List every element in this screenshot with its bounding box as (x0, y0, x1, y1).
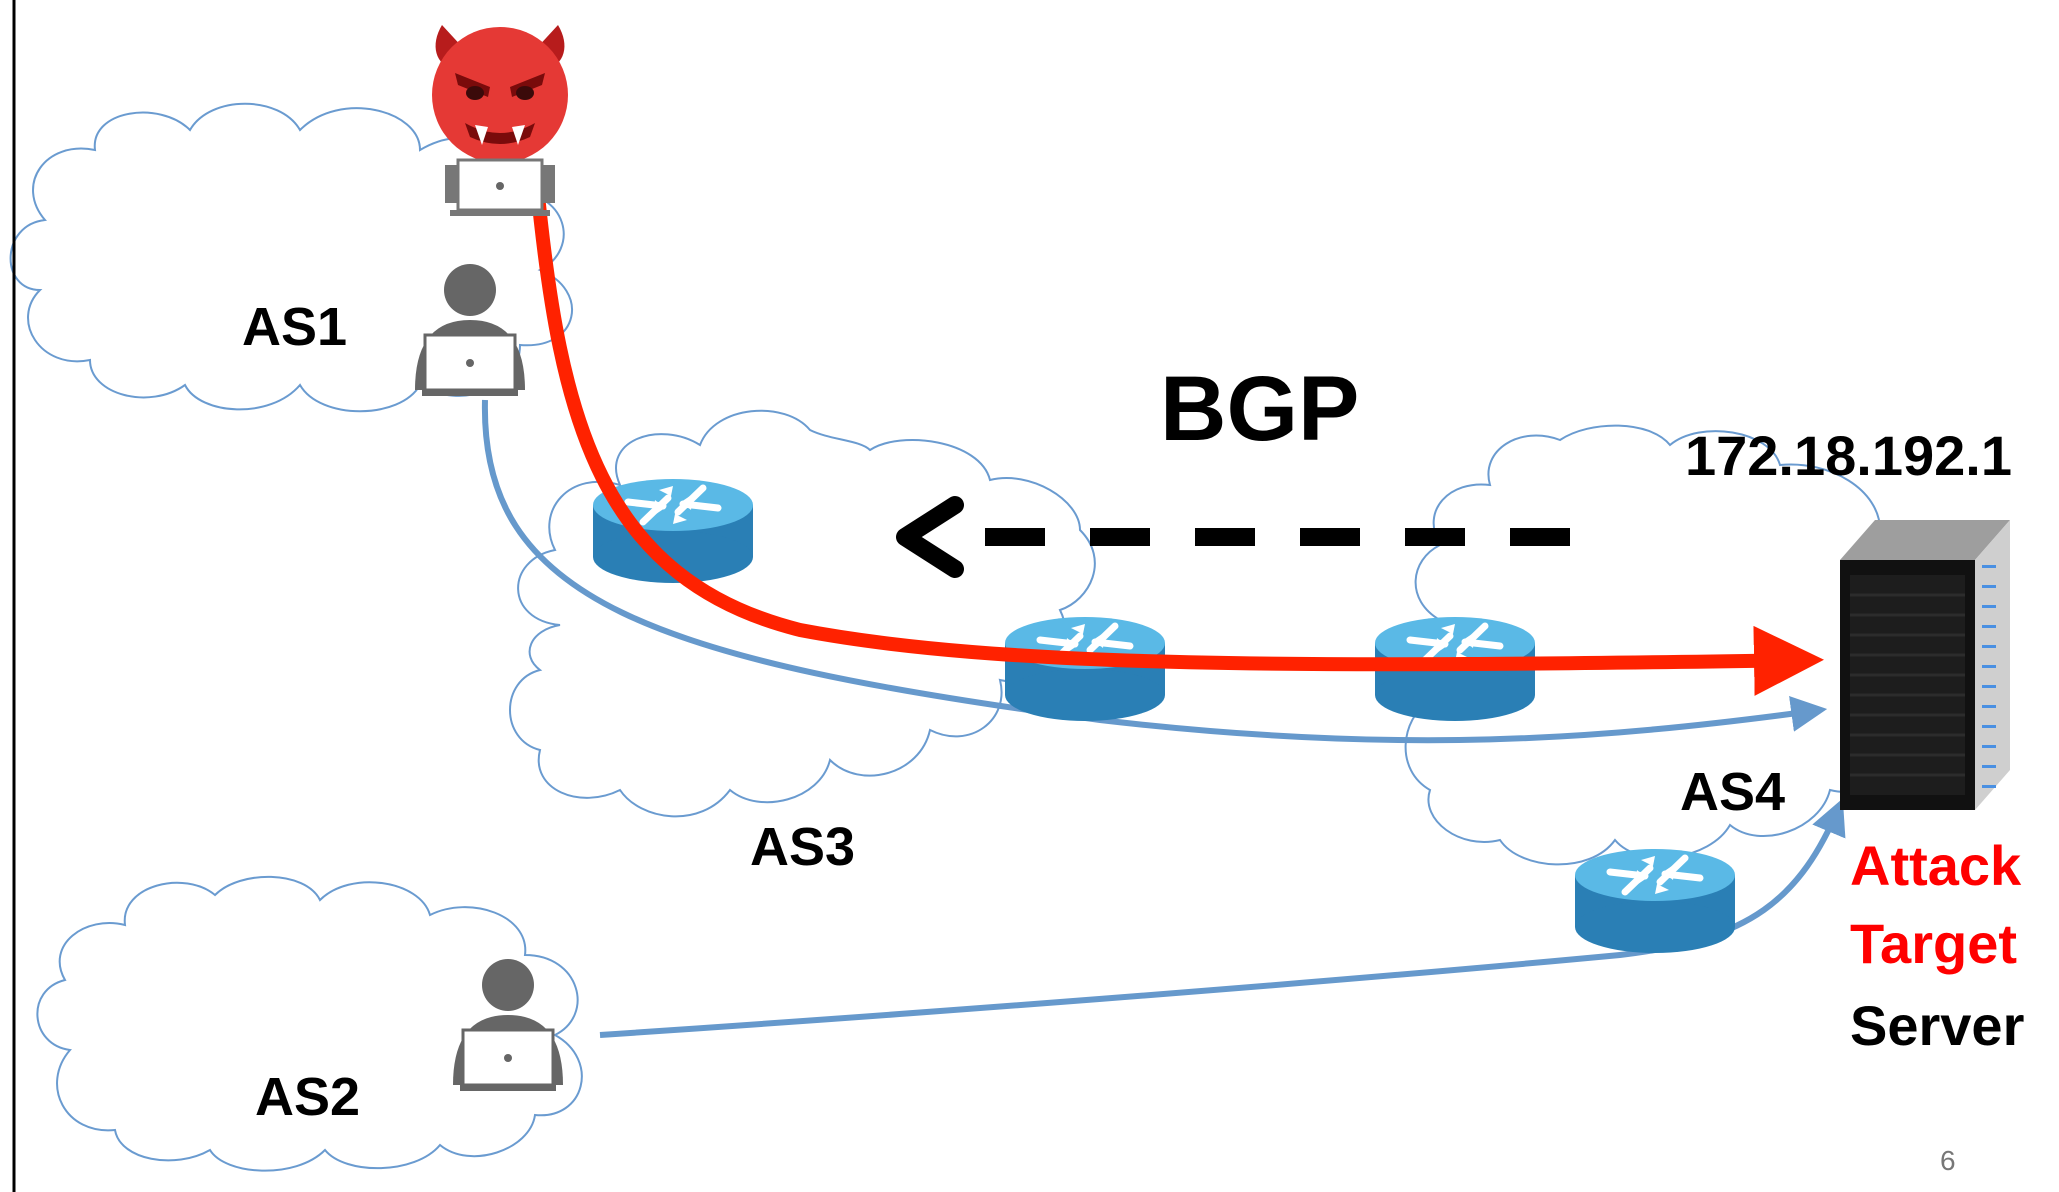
as4-label: AS4 (1680, 762, 1785, 822)
as2-label: AS2 (255, 1067, 360, 1127)
server-label: Server (1850, 994, 2024, 1057)
normal-path-as2-to-server (599, 798, 1846, 1038)
attack-path[interactable] (530, 184, 1824, 696)
router-as3-middle (1005, 617, 1165, 721)
page-number: 6 (1940, 1145, 1956, 1176)
attack-label: Attack (1850, 834, 2022, 897)
attacker-laptop-icon[interactable] (445, 158, 555, 216)
server-rack-icon[interactable] (1840, 520, 2010, 810)
router-as4-bottom (1575, 849, 1735, 953)
cloud-as2 (36, 875, 583, 1172)
as3-label: AS3 (750, 817, 855, 877)
bgp-announcement-arrow (896, 496, 1570, 578)
target-label: Target (1850, 912, 2017, 975)
as1-label: AS1 (242, 297, 347, 357)
bgp-label: BGP (1160, 358, 1359, 460)
devil-icon (432, 25, 568, 163)
target-ip-label: 172.18.192.1 (1685, 424, 2012, 487)
